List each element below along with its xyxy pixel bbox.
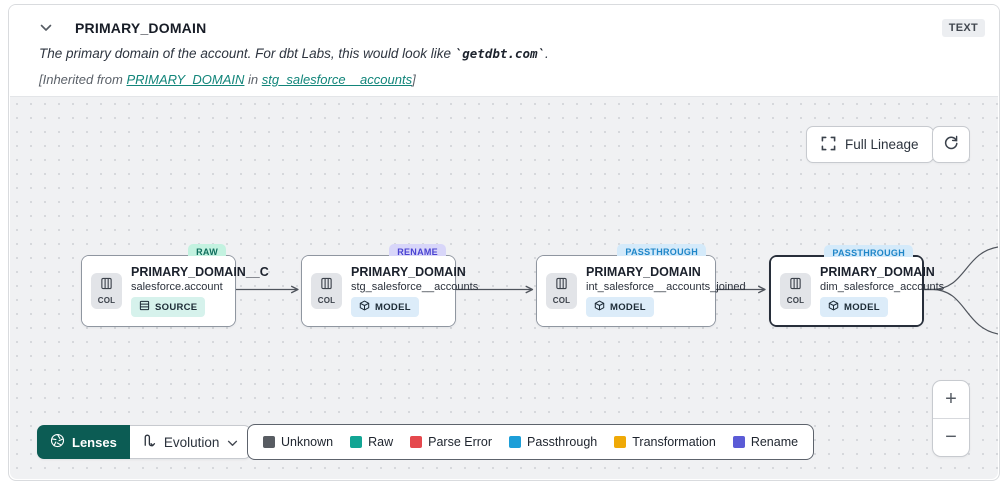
legend-item-parse-error: Parse Error [410, 435, 492, 449]
full-lineage-button[interactable]: Full Lineage [806, 126, 934, 163]
lens-controls: Lenses Evolution [37, 425, 252, 459]
legend-swatch [732, 436, 745, 448]
lineage-edges [235, 246, 998, 335]
lineage-node-dim-selected[interactable]: PASSTHROUGH COL PRIMARY_DOMAIN dim_sales… [769, 245, 945, 327]
full-lineage-label: Full Lineage [845, 137, 919, 152]
node-model-name: int_salesforce__accounts_joined [586, 281, 746, 293]
node-resource-badge: MODEL [586, 297, 654, 317]
legend-swatch [350, 436, 363, 448]
column-title: PRIMARY_DOMAIN [75, 20, 207, 36]
lenses-label: Lenses [72, 434, 117, 450]
model-icon [359, 300, 370, 314]
legend-item-unknown: Unknown [263, 435, 333, 449]
column-chip: COL [780, 273, 811, 309]
legend-item-passthrough: Passthrough [509, 435, 597, 449]
node-column-name: PRIMARY_DOMAIN__C [131, 265, 269, 279]
inline-code: `getdbt.com` [454, 46, 546, 61]
zoom-out-button[interactable]: − [945, 426, 957, 448]
node-column-name: PRIMARY_DOMAIN [351, 265, 466, 279]
columns-icon [100, 277, 113, 295]
node-model-name: dim_salesforce_accounts [820, 281, 945, 293]
lineage-canvas[interactable]: Full Lineage RAW COL PRIMARY_DOMAIN__C [10, 96, 998, 479]
column-chip: COL [546, 273, 577, 309]
legend-swatch [614, 436, 627, 448]
divider [933, 418, 969, 419]
lenses-button[interactable]: Lenses [37, 425, 130, 459]
node-model-name: salesforce.account [131, 281, 223, 293]
column-detail-card: PRIMARY_DOMAIN TEXT The primary domain o… [8, 4, 1000, 481]
chevron-down-icon [227, 435, 238, 450]
refresh-button[interactable] [932, 126, 970, 163]
node-resource-badge: SOURCE [131, 297, 206, 317]
legend-swatch [263, 436, 275, 448]
legend-swatch [410, 436, 423, 448]
column-chip: COL [311, 273, 342, 309]
legend-item-rename: Rename [732, 435, 798, 449]
evolution-route-icon [142, 433, 156, 451]
column-type-badge: TEXT [941, 19, 985, 37]
columns-icon [555, 277, 568, 295]
column-header: PRIMARY_DOMAIN TEXT The primary domain o… [9, 5, 999, 93]
evolution-legend: Unknown Raw Parse Error Passthrough Tran… [247, 424, 815, 460]
inherited-model-link[interactable]: stg_salesforce__accounts [261, 72, 413, 87]
chevron-down-icon [40, 19, 52, 37]
node-column-name: PRIMARY_DOMAIN [586, 265, 701, 279]
model-icon [594, 300, 605, 314]
column-chip: COL [91, 273, 122, 309]
column-description: The primary domain of the account. For d… [39, 46, 549, 61]
zoom-in-button[interactable]: + [945, 388, 957, 410]
expand-icon [821, 136, 836, 154]
collapse-button[interactable] [35, 17, 57, 39]
model-icon [828, 300, 839, 314]
node-resource-badge: MODEL [820, 297, 888, 317]
selected-lens-label: Evolution [163, 434, 220, 450]
inherited-column-link[interactable]: PRIMARY_DOMAIN [126, 72, 245, 87]
lineage-node-source[interactable]: RAW COL PRIMARY_DOMAIN__C salesforce.acc… [81, 244, 269, 327]
node-resource-badge: MODEL [351, 297, 419, 317]
node-column-name: PRIMARY_DOMAIN [820, 265, 935, 279]
zoom-controls: + − [932, 380, 970, 457]
node-model-name: stg_salesforce__accounts [351, 281, 479, 293]
lineage-node-staging[interactable]: RENAME COL PRIMARY_DOMAIN stg_salesforce… [301, 244, 479, 327]
lens-selector[interactable]: Evolution [129, 425, 252, 459]
lineage-node-intermediate[interactable]: PASSTHROUGH COL PRIMARY_DOMAIN int_sales… [536, 244, 746, 327]
legend-item-raw: Raw [350, 435, 393, 449]
legend-item-transformation: Transformation [614, 435, 716, 449]
legend-swatch [509, 436, 522, 448]
columns-icon [789, 277, 802, 295]
source-icon [139, 300, 150, 314]
inherited-from-line: [Inherited from PRIMARY_DOMAIN in stg_sa… [39, 72, 416, 87]
columns-icon [320, 277, 333, 295]
refresh-icon [943, 134, 959, 155]
lens-aperture-icon [50, 433, 65, 451]
